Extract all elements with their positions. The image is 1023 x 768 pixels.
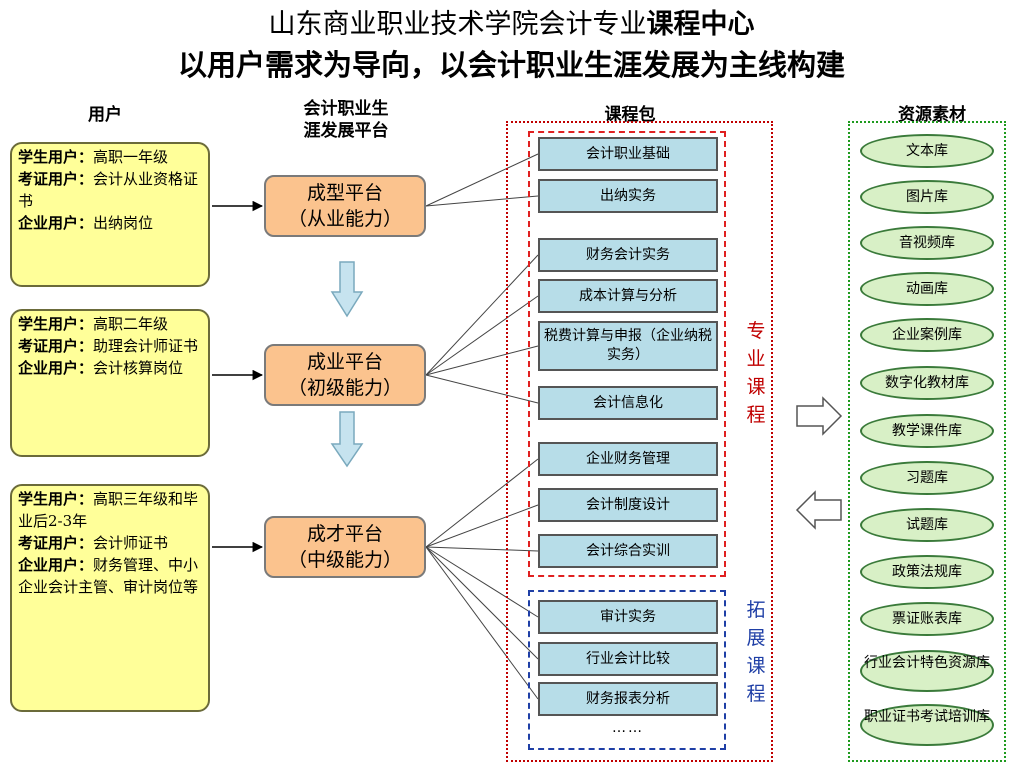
resource-text-library: 文本库: [860, 134, 994, 168]
course-accounting-it: 会计信息化: [538, 386, 718, 420]
title-line-2: 以用户需求为导向，以会计职业生涯发展为主线构建: [177, 48, 845, 82]
user-3-cert-label: 考证用户：: [18, 534, 94, 552]
extended-courses-frame: [528, 590, 726, 750]
resource-image-library: 图片库: [860, 180, 994, 214]
user-1-cert-label: 考证用户：: [18, 170, 94, 188]
header-platform-line-1: 会计职业生: [303, 99, 389, 119]
platform-2-name: 成业平台: [306, 351, 383, 373]
resource-exercise-library: 习题库: [860, 461, 994, 495]
resource-exam-library: 试题库: [860, 508, 994, 542]
course-ellipsis: ……: [612, 720, 644, 736]
user-3-student-label: 学生用户：: [18, 490, 94, 508]
user-3-student-text: 高职三年级和毕业后2-3年: [18, 490, 199, 530]
platform-2-level: （初级能力）: [287, 377, 402, 399]
platform-1-level: （从业能力）: [287, 208, 402, 230]
course-comprehensive-training: 会计综合实训: [538, 534, 718, 568]
platform-3-level: （中级能力）: [287, 549, 402, 571]
header-resources: 资源素材: [898, 105, 966, 125]
header-platform-line-2: 涯发展平台: [303, 121, 389, 141]
header-users: 用户: [88, 105, 122, 125]
platform-1: 成型平台 （从业能力）: [264, 175, 426, 237]
header-platform: 会计职业生 涯发展平台: [276, 98, 416, 142]
right-hollow-arrow: [796, 396, 843, 436]
header-packages: 课程包: [604, 105, 656, 125]
user-1-cert-text: 会计从业资格证书: [18, 170, 199, 210]
course-financial-accounting: 财务会计实务: [538, 238, 718, 272]
platform-1-name: 成型平台: [306, 182, 383, 204]
user-2-cert-label: 考证用户：: [18, 337, 94, 355]
resource-case-library: 企业案例库: [860, 318, 994, 352]
user-box-2: 学生用户：高职二年级 考证用户：助理会计师证书 企业用户：会计核算岗位: [10, 309, 210, 457]
resource-industry-featured: 行业会计特色资源库: [860, 650, 994, 692]
resource-courseware-library: 教学课件库: [860, 414, 994, 448]
down-arrow-2: [330, 411, 364, 468]
left-hollow-arrow: [795, 490, 842, 530]
user-2-enterprise-text: 会计核算岗位: [93, 359, 184, 377]
extended-courses-label: 拓展课程: [746, 599, 766, 705]
course-statement-analysis: 财务报表分析: [538, 682, 718, 716]
platform-3: 成才平台 （中级能力）: [264, 516, 426, 578]
user-box-1: 学生用户：高职一年级 考证用户：会计从业资格证书 企业用户：出纳岗位: [10, 142, 210, 287]
professional-courses-label: 专业课程: [746, 320, 766, 426]
course-corporate-finance: 企业财务管理: [538, 442, 718, 476]
professional-courses-frame: [528, 131, 726, 577]
user-1-enterprise-label: 企业用户：: [18, 214, 94, 232]
platform-2-fan-lines: [425, 254, 539, 404]
user-2-student-text: 高职二年级: [93, 315, 169, 333]
course-package-frame: [506, 121, 773, 762]
title-line-1-normal: 山东商业职业技术学院会计专业: [268, 9, 647, 40]
title-line-1: 山东商业职业技术学院会计专业课程中心: [0, 2, 1023, 41]
course-cost-calculation: 成本计算与分析: [538, 279, 718, 313]
user-2-enterprise-label: 企业用户：: [18, 359, 94, 377]
resources-frame: [848, 121, 1006, 762]
user-2-student-label: 学生用户：: [18, 315, 94, 333]
course-accounting-basics: 会计职业基础: [538, 137, 718, 171]
user-box-3: 学生用户：高职三年级和毕业后2-3年 考证用户：会计师证书 企业用户：财务管理、…: [10, 484, 210, 712]
resource-av-library: 音视频库: [860, 226, 994, 260]
platform-2: 成业平台 （初级能力）: [264, 344, 426, 406]
platform-1-fan-lines: [425, 153, 539, 207]
user-3-enterprise-label: 企业用户：: [18, 556, 94, 574]
resource-policy-library: 政策法规库: [860, 555, 994, 589]
resource-animation-library: 动画库: [860, 272, 994, 306]
platform-3-name: 成才平台: [306, 523, 383, 545]
course-system-design: 会计制度设计: [538, 488, 718, 522]
title-line-1-bold: 课程中心: [646, 9, 755, 40]
course-industry-accounting: 行业会计比较: [538, 642, 718, 676]
down-arrow-1: [330, 261, 364, 318]
platform-3-fan-lines: [425, 458, 539, 700]
course-cashier-practice: 出纳实务: [538, 179, 718, 213]
user-1-student-text: 高职一年级: [93, 148, 169, 166]
course-auditing: 审计实务: [538, 600, 718, 634]
user-1-student-label: 学生用户：: [18, 148, 94, 166]
user-1-enterprise-text: 出纳岗位: [93, 214, 154, 232]
user-2-cert-text: 助理会计师证书: [93, 337, 199, 355]
course-tax-calculation: 税费计算与申报（企业纳税实务）: [538, 321, 718, 371]
resource-digital-textbook: 数字化教材库: [860, 366, 994, 400]
resource-voucher-library: 票证账表库: [860, 602, 994, 636]
user-3-cert-text: 会计师证书: [93, 534, 169, 552]
resource-certificate-training: 职业证书考试培训库: [860, 704, 994, 746]
user-3-enterprise-text: 财务管理、中小企业会计主管、审计岗位等: [18, 556, 199, 596]
